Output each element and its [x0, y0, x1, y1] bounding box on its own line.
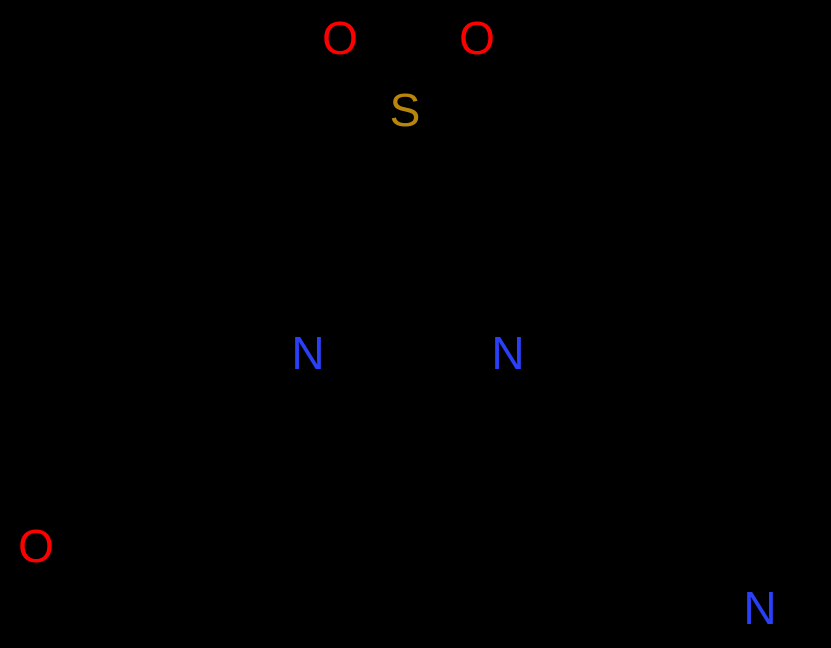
bond-pyridine-3 [597, 615, 703, 648]
bond-chain-right-2 [757, 249, 831, 335]
bond-sulfur-to-methine [402, 137, 411, 293]
bond-chain-left-2 [107, 397, 123, 508]
atom-label-oxygen-sulfonyl-right: O [459, 12, 495, 64]
bond-sulfur-oxygen-left-a [345, 54, 384, 92]
bond-pyridine-1b [656, 439, 738, 488]
bond-oxane-c-to-oxygen [57, 502, 123, 537]
bond-sulfur-oxygen-right-b [408, 38, 447, 76]
atom-label-nitrogen-piperazine-left: N [291, 327, 324, 379]
bond-nitrogen-right-down [511, 377, 519, 473]
bond-pyridine-nitrogen-out [781, 595, 831, 617]
bond-oxane-oxygen-to-c [45, 567, 121, 635]
bond-sulfur-oxygen-left-b [363, 38, 402, 76]
bond-sulfur-oxygen-right-a [426, 54, 465, 92]
bond-oxane-top [117, 495, 209, 508]
atom-label-layer: O O S N N O N [18, 12, 777, 634]
bond-chain-left-1 [107, 297, 178, 403]
atom-label-oxygen-sulfonyl-left: O [322, 12, 358, 64]
bond-pyridine-2a [563, 413, 651, 503]
bond-oxane-right [203, 495, 245, 619]
bond-chain-right-1 [638, 249, 763, 303]
bond-methine-to-nitrogen-right [405, 287, 487, 338]
atom-label-oxygen-oxane: O [18, 520, 54, 572]
bond-nitrogen-left-to-chain [172, 297, 289, 345]
bond-layer [45, 38, 831, 648]
bond-pyridine-to-nitrogen [745, 469, 765, 586]
bond-piperazine-bottom-right [405, 467, 519, 533]
atom-label-sulfur: S [390, 84, 421, 136]
atom-label-nitrogen-piperazine-right: N [491, 327, 524, 379]
bond-pyridine-ipso [638, 297, 651, 419]
bond-nitrogen-left-down [297, 377, 305, 473]
bond-nitrogen-right-to-chain [527, 297, 644, 345]
bond-pyridine-2b [563, 497, 603, 621]
atom-label-nitrogen-pyridine: N [743, 582, 776, 634]
bond-pyridine-1a [645, 413, 751, 475]
bond-methine-to-nitrogen-left [329, 287, 411, 338]
bond-oxane-bottom [115, 613, 245, 635]
bond-piperazine-bottom-left [297, 467, 411, 533]
